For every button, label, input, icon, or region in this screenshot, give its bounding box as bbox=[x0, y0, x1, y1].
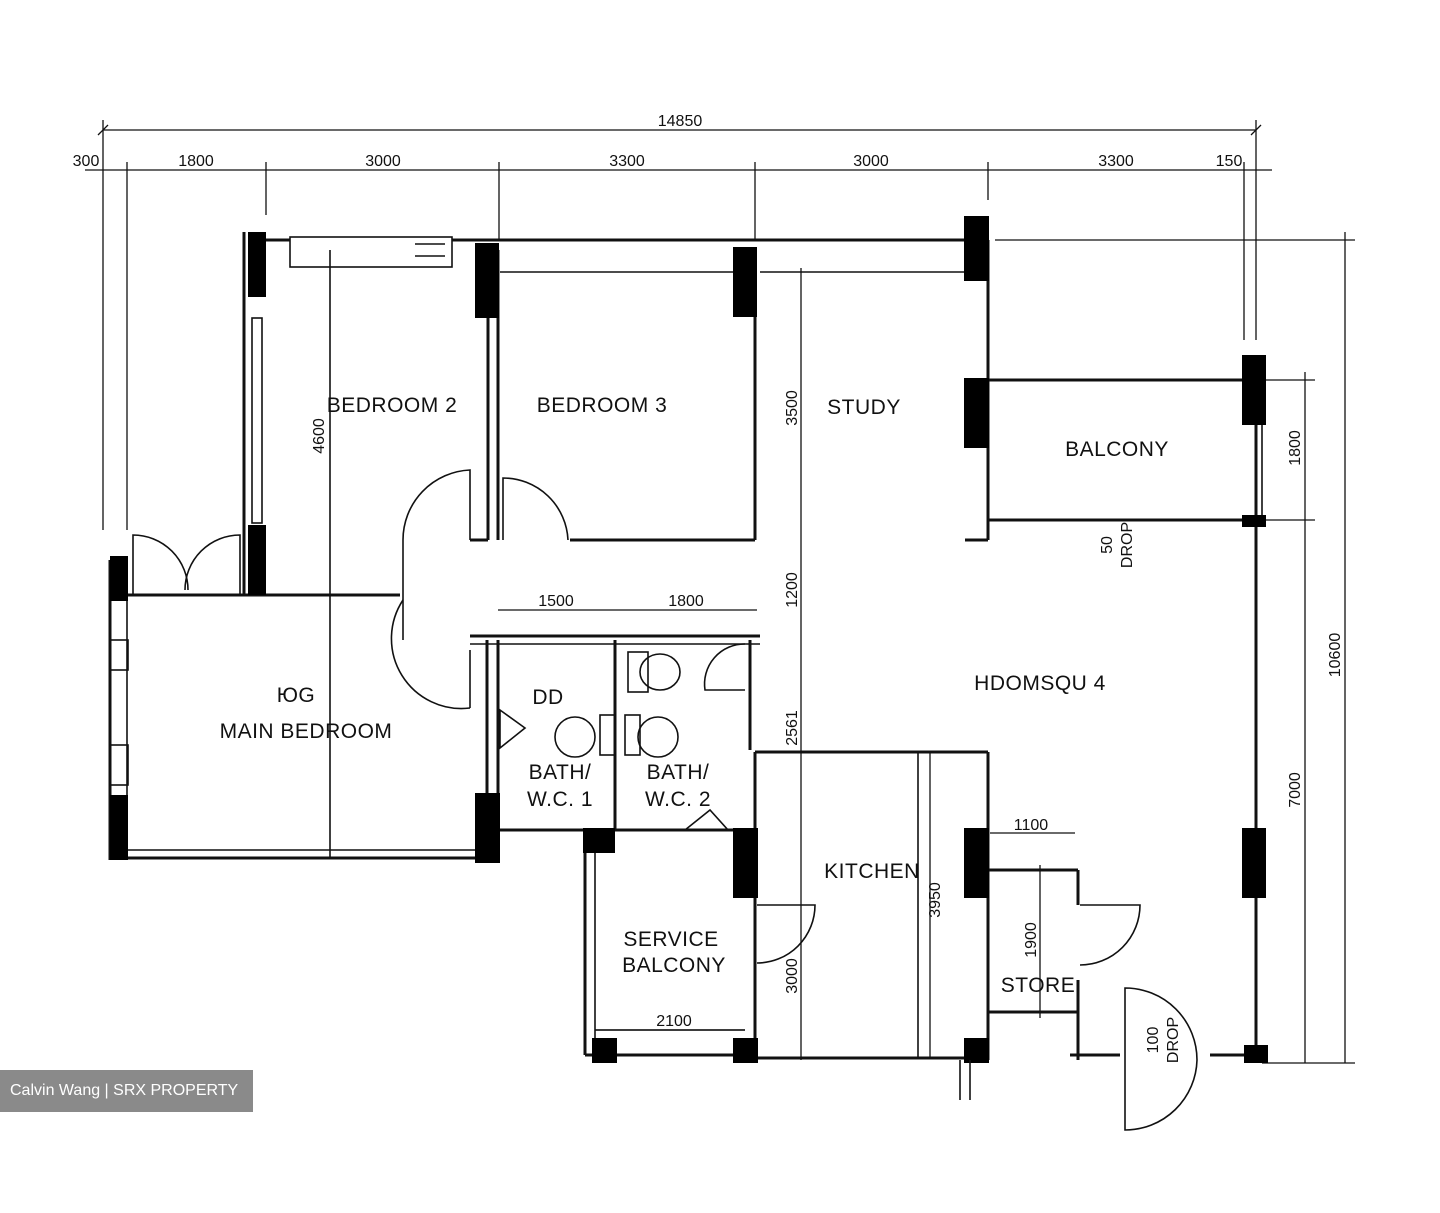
dim-1900: 1900 bbox=[1023, 922, 1040, 958]
bath-mark: DD bbox=[532, 686, 563, 709]
dim-1500: 1500 bbox=[538, 593, 574, 610]
dim-150: 150 bbox=[1216, 153, 1243, 170]
room-service-balcony-line2: BALCONY bbox=[622, 954, 726, 977]
dim-3950: 3950 bbox=[927, 882, 944, 918]
dim-1800: 1800 bbox=[178, 153, 214, 170]
room-kitchen: KITCHEN bbox=[824, 860, 920, 883]
room-living: HDOMSQU 4 bbox=[974, 672, 1106, 695]
room-store: STORE bbox=[1001, 974, 1075, 997]
drop-50-value: 50 bbox=[1099, 536, 1116, 554]
room-study: STUDY bbox=[827, 396, 901, 419]
columns bbox=[110, 216, 1268, 1063]
dim-2100: 2100 bbox=[656, 1013, 692, 1030]
dim-2561: 2561 bbox=[784, 710, 801, 746]
doors bbox=[132, 469, 1198, 1131]
dim-1200: 1200 bbox=[784, 572, 801, 608]
dim-300: 300 bbox=[73, 153, 100, 170]
dim-1100: 1100 bbox=[1014, 817, 1049, 834]
dim-3500: 3500 bbox=[784, 390, 801, 426]
dim-4600: 4600 bbox=[311, 418, 328, 454]
room-bath-1-line2: W.C. 1 bbox=[527, 788, 593, 811]
segment-dimensions: 300 1800 3000 3300 3000 3300 150 bbox=[73, 153, 1272, 530]
room-bath-2-line1: BATH/ bbox=[647, 761, 710, 784]
dim-7000: 7000 bbox=[1287, 772, 1304, 808]
dim-3000-b: 3000 bbox=[853, 153, 889, 170]
dim-3300-b: 3300 bbox=[1098, 153, 1134, 170]
dim-3000: 3000 bbox=[784, 958, 801, 994]
inner-dimension-lines bbox=[498, 268, 1075, 1060]
dim-1800-right: 1800 bbox=[1287, 430, 1304, 466]
drop-50-label: DROP bbox=[1119, 522, 1136, 568]
room-service-balcony-line1: SERVICE bbox=[623, 928, 718, 951]
dim-3300-a: 3300 bbox=[609, 153, 645, 170]
room-bedroom-3: BEDROOM 3 bbox=[537, 394, 668, 417]
room-bath-1-line1: BATH/ bbox=[529, 761, 592, 784]
watermark-credit: Calvin Wang | SRX PROPERTY bbox=[0, 1070, 253, 1112]
fixtures bbox=[554, 651, 971, 1100]
walls bbox=[108, 232, 1263, 1060]
drop-100-value: 100 bbox=[1145, 1027, 1162, 1054]
room-bath-2-line2: W.C. 2 bbox=[645, 788, 711, 811]
dim-3000-a: 3000 bbox=[365, 153, 401, 170]
dim-1800-bath: 1800 bbox=[668, 593, 704, 610]
room-main-bedroom-top: ЮG bbox=[277, 684, 316, 707]
overall-height-label: 10600 bbox=[1327, 633, 1344, 678]
overall-width-label: 14850 bbox=[658, 113, 703, 130]
overall-height-dimension: 10600 1800 7000 bbox=[995, 232, 1355, 1064]
room-bedroom-2: BEDROOM 2 bbox=[327, 394, 458, 417]
drop-100-label: DROP bbox=[1165, 1017, 1182, 1063]
overall-width-dimension: 14850 bbox=[97, 113, 1262, 530]
room-balcony: BALCONY bbox=[1065, 438, 1169, 461]
room-main-bedroom: MAIN BEDROOM bbox=[220, 720, 393, 743]
